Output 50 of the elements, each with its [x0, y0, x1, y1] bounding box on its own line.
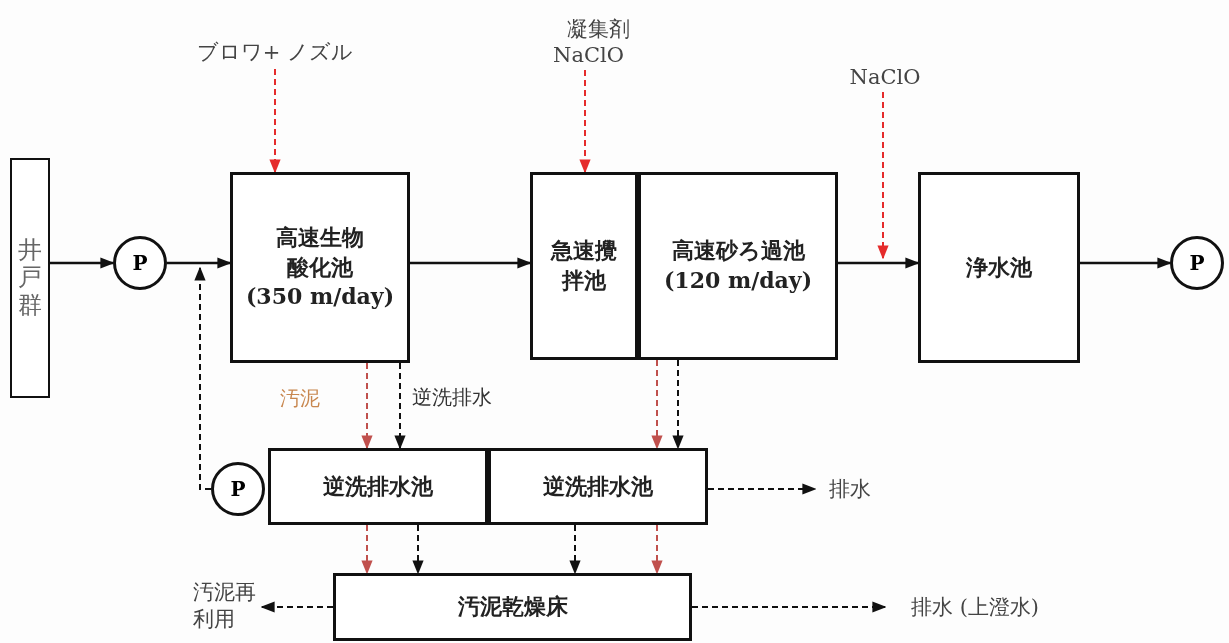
- dashed-arrow: [412, 524, 424, 575]
- dashed-arrow: [579, 69, 591, 174]
- tank-box: [638, 172, 838, 360]
- dashed-arrow: [194, 266, 212, 490]
- additive-label: 凝集剤: [566, 16, 630, 43]
- tank-name: 汚泥乾燥床: [457, 592, 568, 622]
- tank-name: 逆洗排水池: [323, 471, 433, 501]
- dashed-arrow: [691, 601, 887, 613]
- flow-arrow: [167, 257, 232, 269]
- tank-name: 逆洗排水池: [543, 471, 653, 501]
- dashed-arrow: [269, 68, 281, 174]
- dashed-arrow: [569, 524, 581, 575]
- dashed-arrow: [877, 91, 889, 260]
- flow-arrow: [838, 257, 920, 269]
- flow-rate: (350 m/day): [245, 282, 395, 312]
- additive-label: NaClO: [849, 65, 921, 89]
- additive-label: ブロワ+ ノズル: [196, 39, 354, 66]
- well-group-box: [10, 158, 50, 398]
- tank-box: [918, 172, 1080, 363]
- tank-box: [268, 448, 488, 525]
- tank-name: 浄水池: [966, 252, 1032, 282]
- tank-name: 急速攪拌池: [549, 236, 618, 295]
- dashed-arrow: [361, 362, 373, 450]
- dashed-arrow: [672, 359, 684, 450]
- tank-box: [230, 172, 410, 363]
- outflow-label: 排水 (上澄水): [910, 594, 1040, 621]
- edge-label: 逆洗排水: [412, 384, 492, 411]
- dashed-arrow: [260, 601, 334, 613]
- tank-box: [333, 573, 692, 641]
- flow-arrow: [410, 257, 532, 269]
- tank-box: [488, 448, 708, 525]
- tank-name: 高速生物酸化池: [275, 222, 365, 282]
- pump-symbol: P: [211, 462, 265, 516]
- outflow-label: 排水: [829, 476, 871, 503]
- dashed-arrow: [651, 524, 663, 575]
- outflow-label: 汚泥再利用: [193, 578, 258, 633]
- dashed-arrow: [651, 359, 663, 450]
- tank-name: 高速砂ろ過池: [671, 236, 805, 266]
- pump-symbol: P: [113, 236, 167, 290]
- additive-label: NaClO: [553, 43, 624, 67]
- flow-arrow: [50, 257, 115, 269]
- dashed-arrow: [707, 483, 817, 495]
- flow-arrow: [1080, 257, 1172, 269]
- tank-box: [530, 172, 638, 360]
- edge-label: 汚泥: [280, 385, 320, 412]
- well-label: 井戸群: [18, 236, 42, 320]
- dashed-arrow: [394, 362, 406, 450]
- pump-symbol: P: [1170, 236, 1224, 290]
- flow-rate: (120 m/day): [663, 266, 813, 295]
- dashed-arrow: [361, 524, 373, 575]
